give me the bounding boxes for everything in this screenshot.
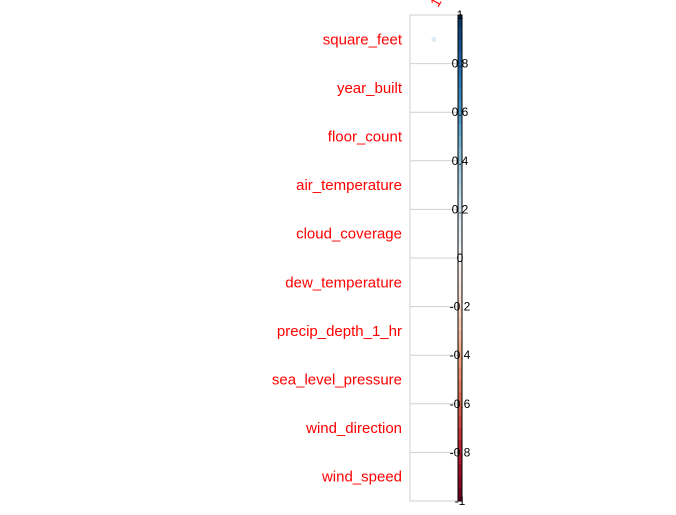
row-label: year_built	[337, 80, 403, 97]
colorbar-tick-label: 1	[457, 8, 464, 22]
colorbar-tick-label: -0.2	[450, 300, 471, 314]
colorbar-segment	[458, 233, 462, 247]
colorbar-segment	[458, 39, 462, 52]
colorbar-segment	[458, 294, 462, 308]
colorbar-segment	[458, 51, 462, 65]
colorbar-segment	[458, 282, 462, 295]
colorbar-segment	[458, 15, 462, 28]
colorbar-segment	[458, 440, 462, 453]
colorbar-segment	[458, 452, 462, 466]
colorbar-tick-label: -0.6	[450, 397, 471, 411]
row-label: floor_count	[328, 129, 403, 146]
colorbar-tick-label: -1	[455, 494, 466, 508]
colorbar-tick-label: -0.8	[450, 445, 471, 459]
colorbar-tick-label: 0.8	[452, 57, 469, 71]
cell-layer	[431, 36, 437, 477]
colorbar-segment	[458, 428, 462, 441]
column-label: 1	[427, 0, 445, 10]
colorbar-segment	[458, 87, 462, 101]
colorbar-tick-label: 0.4	[452, 154, 469, 168]
colorbar-segment	[458, 343, 462, 356]
row-label: square_feet	[323, 31, 403, 48]
colorbar-segment	[458, 185, 462, 198]
colorbar-segment	[458, 148, 462, 162]
colorbar-segment	[458, 197, 462, 210]
grid-layer	[409, 14, 459, 502]
colorbar-segment	[458, 306, 462, 320]
row-label: wind_direction	[305, 420, 402, 437]
row-label: air_temperature	[296, 177, 402, 194]
row-label: wind_speed	[321, 469, 402, 486]
colorbar-tick-label: -0.4	[450, 348, 471, 362]
colorbar-segment	[458, 476, 462, 490]
row-label: precip_depth_1_hr	[277, 323, 402, 340]
colorbar-segment	[458, 379, 462, 393]
colorbar-segment	[458, 27, 462, 40]
colorbar-segment	[458, 355, 462, 368]
colorbar-segment	[458, 221, 462, 235]
colorbar-segment	[458, 488, 462, 502]
colorbar-segment	[458, 209, 462, 223]
colorbar-segment	[458, 75, 462, 89]
colorbar-segment	[458, 403, 462, 417]
row-label: sea_level_pressure	[272, 372, 402, 389]
colorbar-segment	[458, 415, 462, 429]
colorbar-tick-label: 0	[457, 251, 464, 265]
colorbar-tick-label: 0.2	[452, 202, 469, 216]
colorbar-segment	[458, 160, 462, 174]
colorbar-segment	[458, 63, 462, 77]
colorbar-segment	[458, 124, 462, 137]
colorbar-segment	[458, 270, 462, 283]
row-label: dew_temperature	[285, 274, 402, 291]
colorbar-segment	[458, 367, 462, 380]
colorbar-segment	[458, 464, 462, 478]
colorbar-segment	[458, 100, 462, 113]
colorbar-segment	[458, 391, 462, 405]
colorbar-segment	[458, 245, 462, 259]
label-layer: square_feet year_built floor_count air_temp…	[272, 0, 445, 486]
colorbar-frame	[457, 14, 463, 502]
colorbar: 1 0.8 0.6 0.4 0.2 0 -0.2 -0.4 -0.6 -0.8 -1	[450, 8, 471, 508]
colorbar-segment	[458, 318, 462, 332]
colorbar-segment	[458, 112, 462, 125]
correlation-cell	[433, 233, 435, 235]
colorbar-tick-label: 0.6	[452, 105, 469, 119]
colorbar-segment	[458, 172, 462, 186]
colorbar-segment	[458, 136, 462, 150]
row-label: cloud_coverage	[296, 226, 402, 243]
correlation-cell	[431, 36, 437, 42]
colorbar-segment	[458, 330, 462, 344]
colorbar-segment	[458, 258, 462, 271]
